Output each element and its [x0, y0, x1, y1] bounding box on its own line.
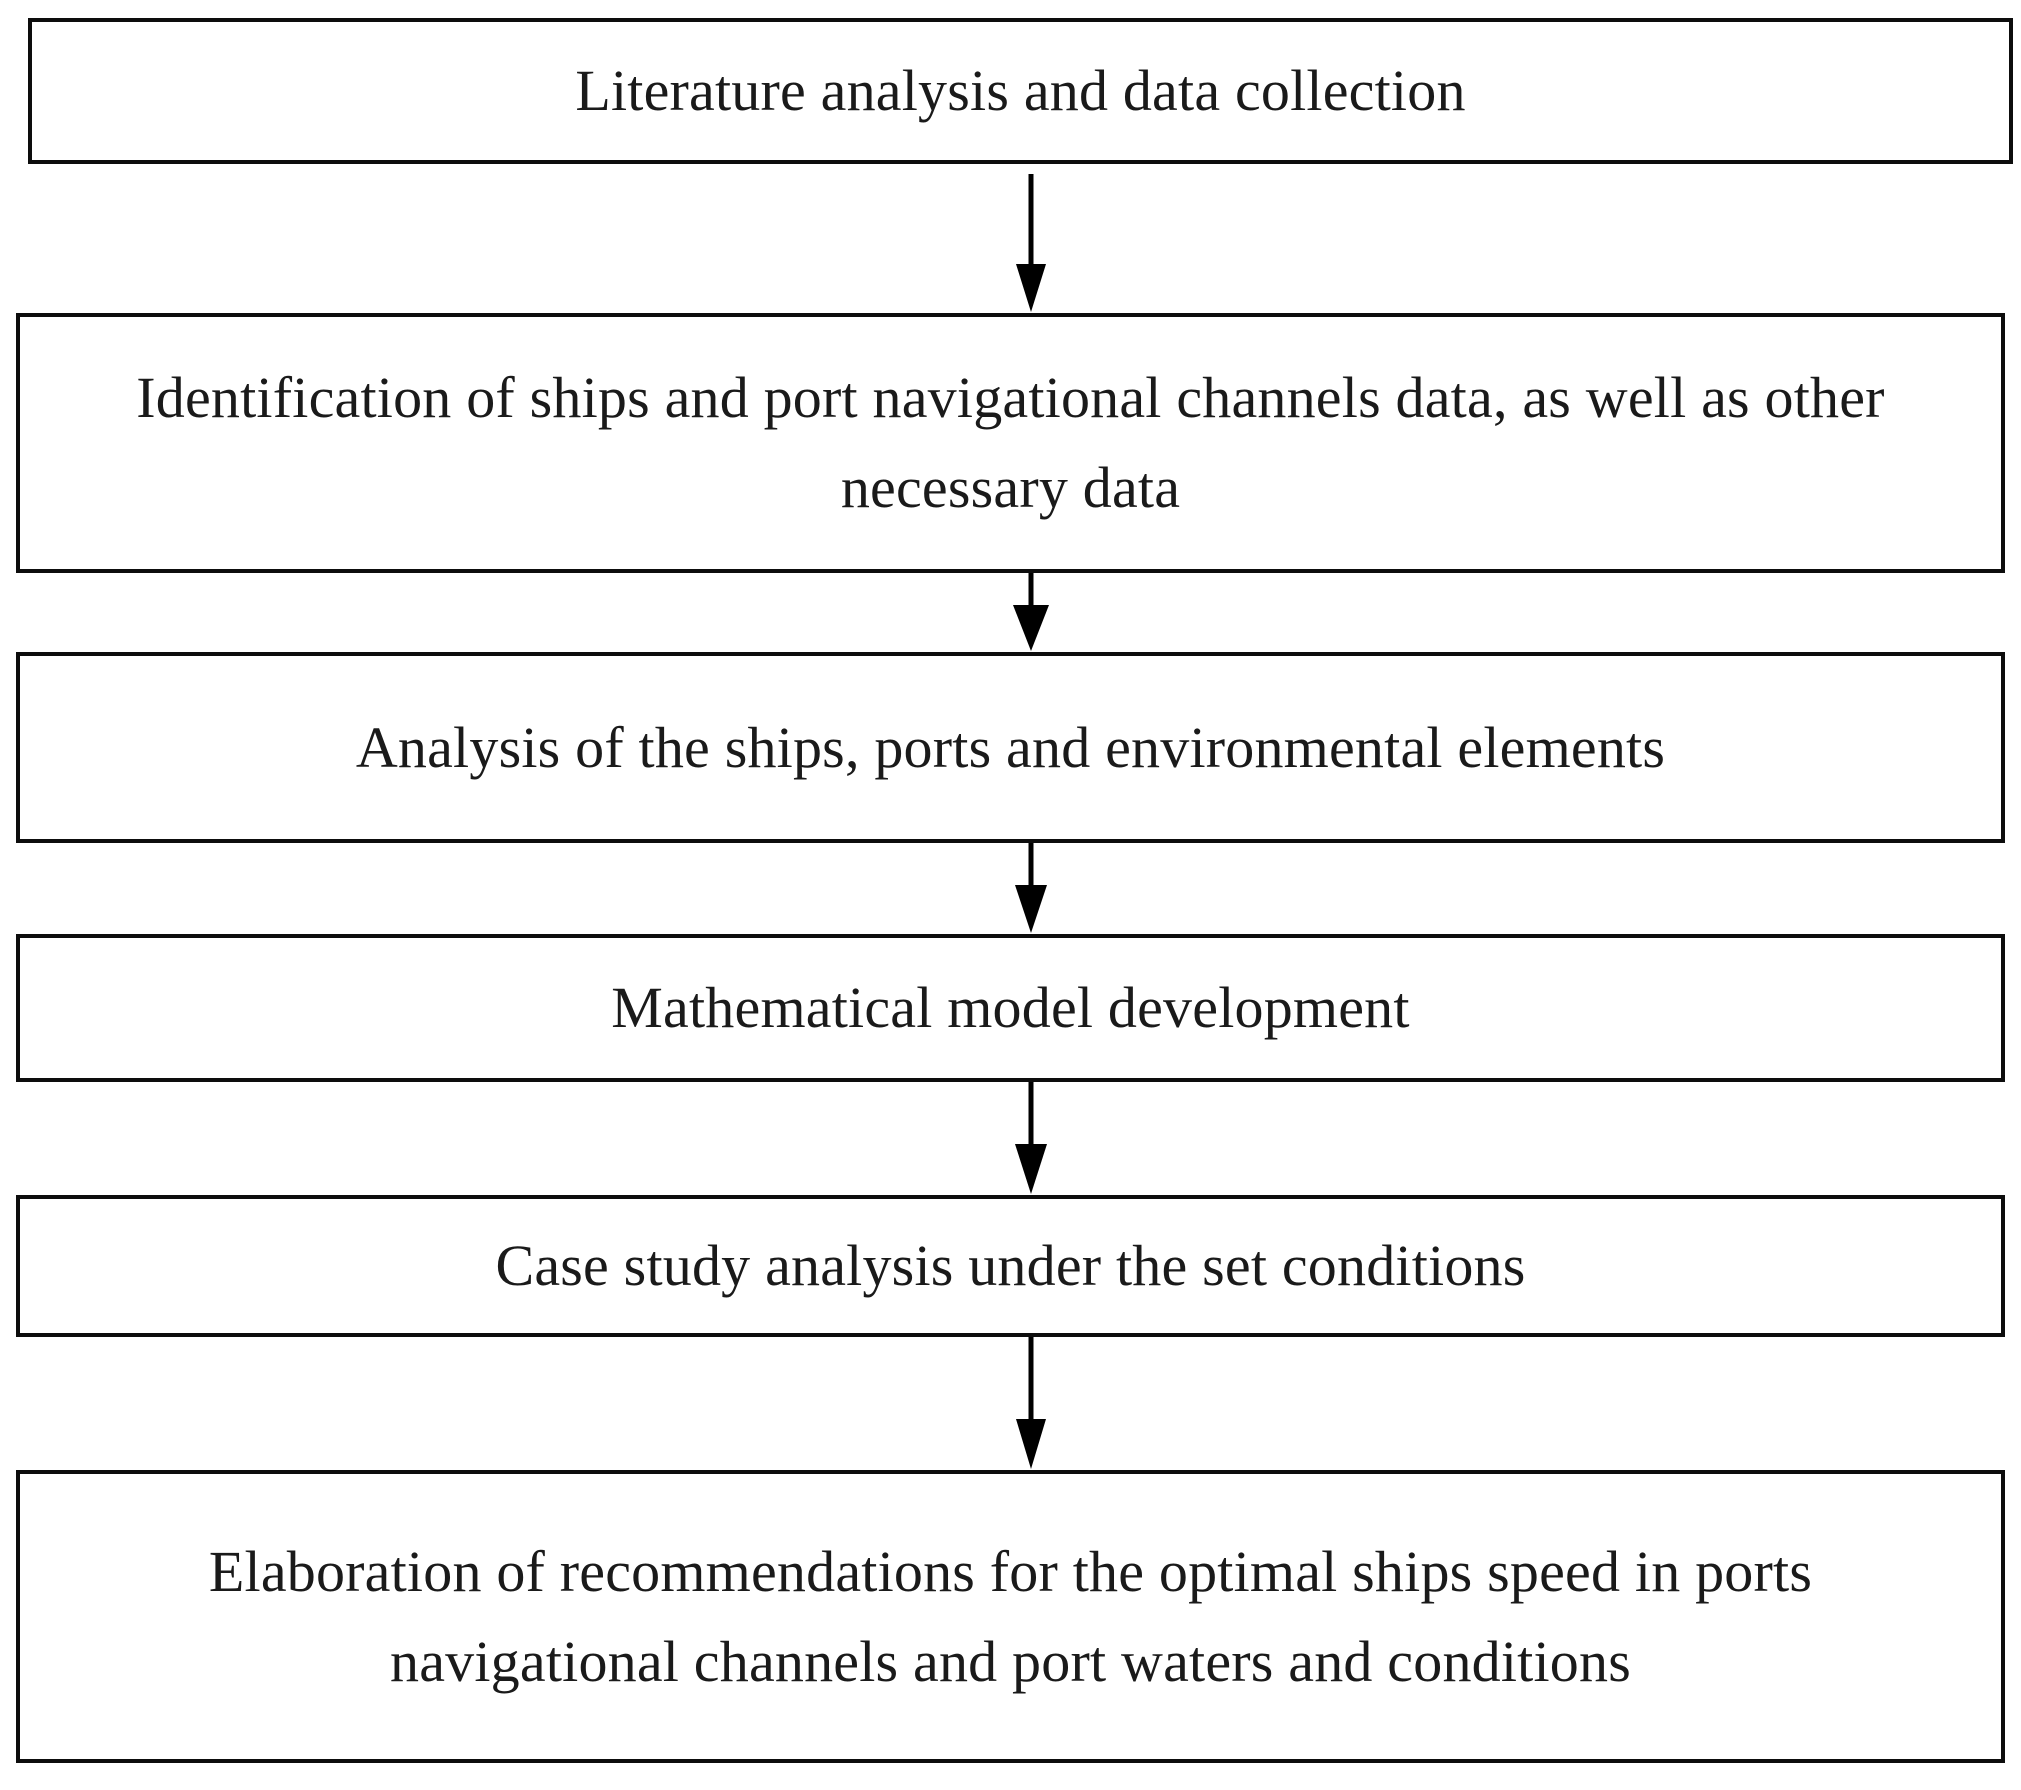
flowchart-node-label: Mathematical model development [611, 975, 1410, 1041]
flowchart-node-analysis-ships-ports-environment[interactable]: Analysis of the ships, ports and environ… [16, 652, 2005, 843]
flowchart-connector-4-5 [1000, 1082, 1062, 1196]
flowchart-connector-5-6 [1000, 1337, 1062, 1471]
flowchart-connector-2-3 [1000, 573, 1062, 653]
arrow-head-icon [1015, 885, 1047, 933]
arrow-head-icon [1016, 264, 1046, 312]
flowchart-connector-1-2 [1000, 164, 1062, 314]
arrow-head-icon [1015, 1144, 1047, 1194]
flowchart-node-literature-analysis[interactable]: Literature analysis and data collection [28, 18, 2013, 164]
flowchart-node-label: Elaboration of recommendations for the o… [208, 1538, 1813, 1694]
flowchart-node-elaboration-of-recommendations[interactable]: Elaboration of recommendations for the o… [16, 1470, 2005, 1763]
arrow-head-icon [1013, 605, 1049, 651]
flowchart-node-label: Identification of ships and port navigat… [136, 365, 1885, 520]
flowchart-node-label: Analysis of the ships, ports and environ… [355, 714, 1666, 780]
arrow-head-icon [1016, 1419, 1046, 1469]
flowchart-node-label: Literature analysis and data collection [575, 58, 1466, 124]
flowchart-node-mathematical-model-development[interactable]: Mathematical model development [16, 934, 2005, 1082]
flowchart-node-case-study-analysis[interactable]: Case study analysis under the set condit… [16, 1195, 2005, 1337]
flowchart-node-label: Case study analysis under the set condit… [495, 1233, 1526, 1299]
flowchart-connector-3-4 [1000, 843, 1062, 935]
flowchart-node-identification-of-ships[interactable]: Identification of ships and port navigat… [16, 313, 2005, 573]
